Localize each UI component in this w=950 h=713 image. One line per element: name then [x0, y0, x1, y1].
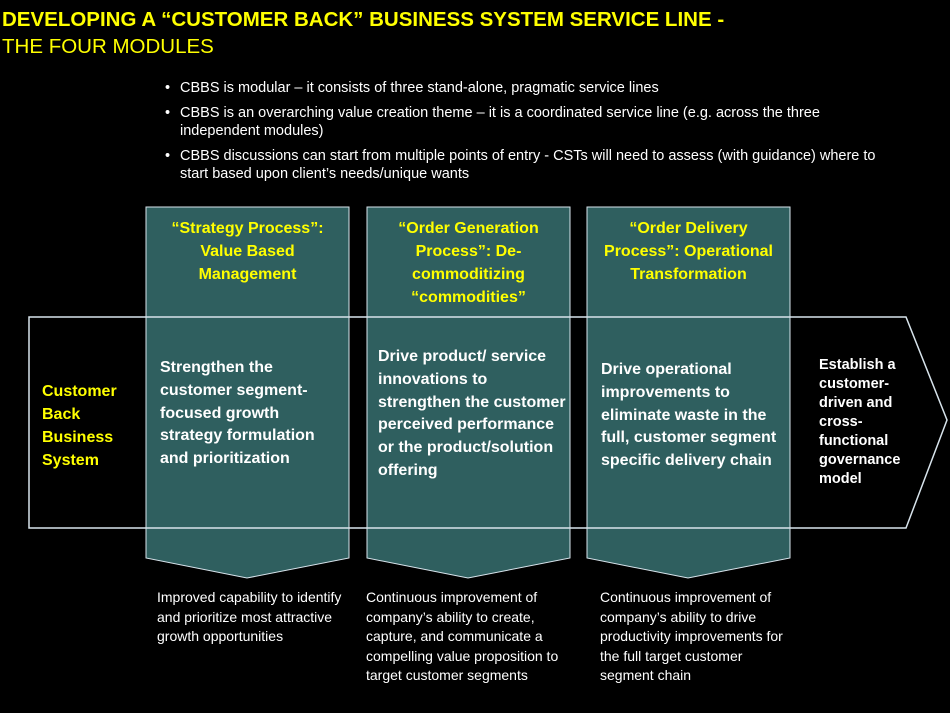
module-chevron-strategy	[145, 206, 350, 579]
module-body-order-generation: Drive product/ service innovations to st…	[378, 348, 566, 479]
module-chevron-order-generation	[366, 206, 571, 579]
module-heading-order-delivery: “Order Delivery Process”: Operational Tr…	[604, 220, 773, 283]
title-line-2: THE FOUR MODULES	[2, 35, 214, 58]
bullet-item: CBBS is an overarching value creation th…	[162, 104, 882, 141]
bullet-list: CBBS is modular – it consists of three s…	[162, 79, 882, 190]
module-heading-order-generation: “Order Generation Process”: De-commoditi…	[398, 220, 539, 306]
module-body-order-delivery: Drive operational improvements to elimin…	[601, 361, 777, 470]
bullet-item: CBBS is modular – it consists of three s…	[162, 79, 882, 98]
module-outcome-order-delivery: Continuous improvement of company’s abil…	[600, 589, 783, 683]
module-heading-strategy: “Strategy Process”: Value Based Manageme…	[171, 220, 324, 283]
system-arrow-overlay	[146, 316, 790, 529]
title-line-1: DEVELOPING A “CUSTOMER BACK” BUSINESS SY…	[2, 8, 712, 31]
module-body-strategy: Strengthen the customer segment-focused …	[160, 359, 315, 468]
bullet-item: CBBS discussions can start from multiple…	[162, 147, 882, 184]
module-chevron-order-delivery	[586, 206, 791, 579]
title-dash: -	[711, 8, 725, 31]
module-outcome-strategy: Improved capability to identify and prio…	[157, 589, 342, 644]
governance-text: Establish a customer-driven and cross-fu…	[819, 357, 901, 487]
module-outcome-order-generation: Continuous improvement of company’s abil…	[366, 589, 559, 683]
page-title: DEVELOPING A “CUSTOMER BACK” BUSINESS SY…	[2, 6, 947, 60]
system-label: Customer Back Business System	[42, 383, 117, 469]
